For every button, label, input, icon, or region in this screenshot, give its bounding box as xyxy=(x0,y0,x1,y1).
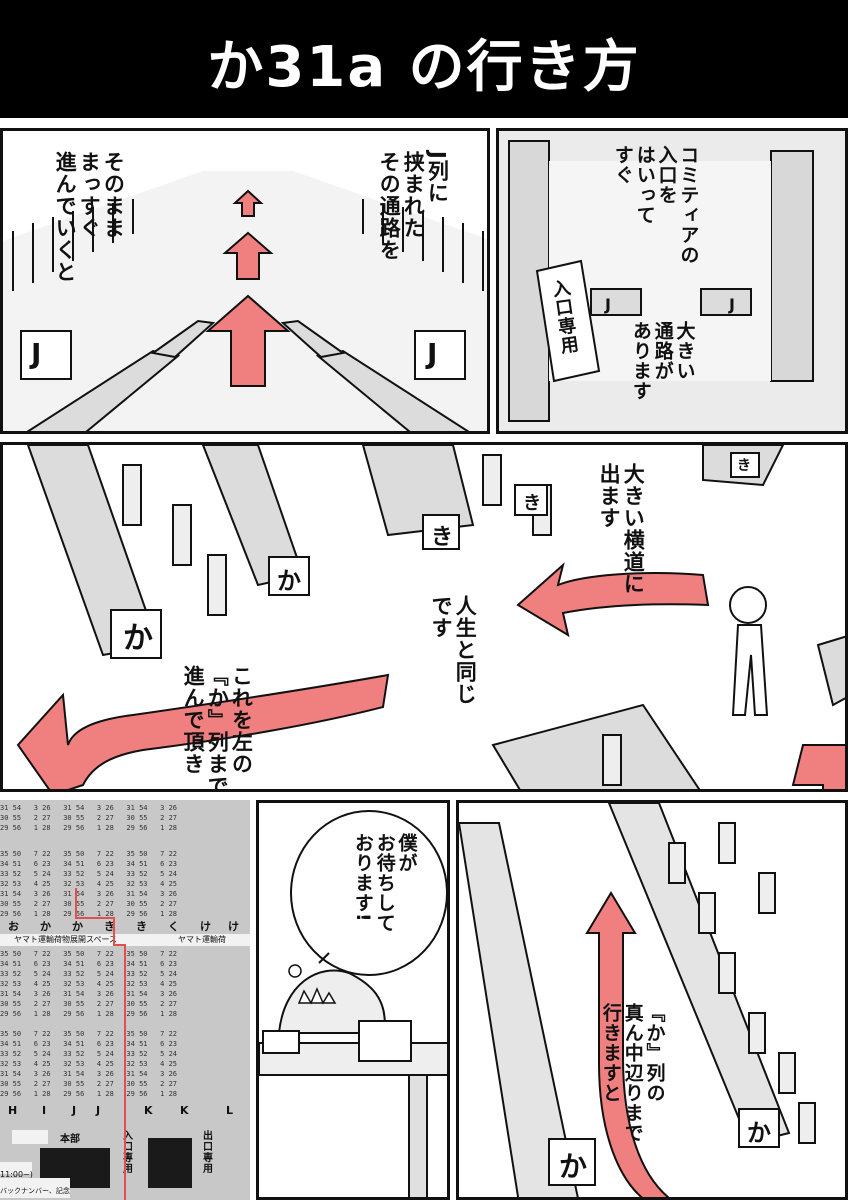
map-numbers-row-1: 31 54 3 26 31 54 3 26 31 54 3 26 xyxy=(0,804,178,812)
map-row-label-ki-2: き xyxy=(136,920,147,933)
map-numbers-row-2: 30 55 2 27 30 55 2 27 30 55 2 27 xyxy=(0,814,178,822)
map-row-label-ka-1: か xyxy=(40,920,51,933)
sign-ka-row-1: か xyxy=(559,1150,588,1183)
map-banner-right: ヤマト運輸荷 xyxy=(178,935,226,944)
caption-like-life: 人生と同じ です xyxy=(429,595,478,705)
map-numbers-row-22: 31 54 3 26 31 54 3 26 31 54 3 26 xyxy=(0,1070,178,1078)
map-row-label-ka-2: か xyxy=(72,920,83,933)
map-numbers-row-21: 32 53 4 25 32 53 4 25 32 53 4 25 xyxy=(0,1060,178,1068)
map-numbers-row-13: 33 52 5 24 33 52 5 24 33 52 5 24 xyxy=(0,970,178,978)
sign-ki-3: き xyxy=(737,458,751,474)
ka-row-drawing xyxy=(459,803,845,1197)
speech-bubble-text: 僕が お待ちして おります! xyxy=(351,833,418,933)
caption-side-road: 大きい横道に 出ます xyxy=(597,463,646,595)
map-numbers-row-17: 29 56 1 28 29 56 1 28 29 56 1 28 xyxy=(0,1010,178,1018)
map-row-label-ku: く xyxy=(168,920,179,933)
caption-ka-middle: 『か』列の 真ん中辺りまで 行きますと xyxy=(599,1003,666,1143)
panel-character: 僕が お待ちして おります! xyxy=(256,800,450,1200)
sign-j-small-1: J xyxy=(605,295,611,314)
map-numbers-row-4: 35 50 7 22 35 50 7 22 35 50 7 22 xyxy=(0,850,178,858)
map-honbu-label: 本部 xyxy=(60,1134,80,1145)
map-numbers-row-3: 29 56 1 28 29 56 1 28 29 56 1 28 xyxy=(0,824,178,832)
arrow-up-small xyxy=(232,189,264,217)
arrow-up-corner xyxy=(791,744,845,789)
character-drawing xyxy=(259,810,447,1197)
map-numbers-row-15: 31 54 3 26 31 54 3 26 31 54 3 26 xyxy=(0,990,178,998)
map-numbers-row-19: 34 51 6 23 34 51 6 23 34 51 6 23 xyxy=(0,1040,178,1048)
map-numbers-row-12: 34 51 6 23 34 51 6 23 34 51 6 23 xyxy=(0,960,178,968)
map-time-box: 11:00~) xyxy=(0,1162,33,1179)
map-row-label-ki-1: き xyxy=(104,920,115,933)
map-numbers-row-23: 30 55 2 27 30 55 2 27 30 55 2 27 xyxy=(0,1080,178,1088)
sign-ki-2: き xyxy=(523,493,541,514)
map-numbers-row-24: 29 56 1 28 29 56 1 28 29 56 1 28 xyxy=(0,1090,178,1098)
sign-ka-2: か xyxy=(277,567,301,595)
map-col-l: L xyxy=(226,1104,234,1117)
map-col-j-1: J xyxy=(72,1104,77,1117)
panel-corridor: J J そのまま まっすぐ 進んでいくと J列に 挟まれた その通路を xyxy=(0,128,490,434)
map-numbers-row-14: 32 53 4 25 32 53 4 25 32 53 4 25 xyxy=(0,980,178,988)
map-numbers-row-18: 35 50 7 22 35 50 7 22 35 50 7 22 xyxy=(0,1030,178,1038)
caption-j-corridor: J列に 挟まれた その通路を xyxy=(377,151,450,261)
map-row-label-o: お xyxy=(8,920,19,933)
map-numbers-row-10: 29 56 1 28 29 56 1 28 29 56 1 28 xyxy=(0,910,178,918)
arrow-left-upper xyxy=(516,562,710,638)
arrow-left-curve xyxy=(16,673,390,789)
map-row-label-ke-2: け xyxy=(228,920,239,933)
arrow-up-large xyxy=(205,294,291,387)
map-col-j-2: J xyxy=(96,1104,101,1117)
page-title: か31a の行き方 xyxy=(207,35,641,100)
map-time-label: 11:00~) xyxy=(0,1170,33,1179)
map-col-k-2: K xyxy=(180,1104,189,1117)
map-banner: ヤマト運輸荷物展開スペース ヤマト運輸荷 xyxy=(0,934,250,946)
panel-ka-middle: か か 『か』列の 真ん中辺りまで 行きますと xyxy=(456,800,848,1200)
caption-keep-going: そのまま まっすぐ 進んでいくと xyxy=(53,151,126,283)
title-bar: か31a の行き方 xyxy=(0,0,848,118)
map-col-h: H xyxy=(8,1104,18,1117)
map-row-label-ke-1: け xyxy=(200,920,211,933)
map-numbers-row-8: 31 54 3 26 31 54 3 26 31 54 3 26 xyxy=(0,890,178,898)
map-route-line xyxy=(75,888,126,1200)
map-numbers-row-11: 35 50 7 22 35 50 7 22 35 50 7 22 xyxy=(0,950,178,958)
map-numbers-row-6: 33 52 5 24 33 52 5 24 33 52 5 24 xyxy=(0,870,178,878)
panel-side-road: か か き き き 大きい横道に 出ます 人生と同じ です これを左の 『か』列… xyxy=(0,442,848,792)
sign-j-left: J xyxy=(31,337,42,370)
panel-entrance: 入口専用 J J コミティアの 入口を はいって すぐ 大きい 通路が あります xyxy=(496,128,848,434)
side-road-drawing xyxy=(3,445,845,789)
entrance-drawing xyxy=(499,131,845,431)
corridor-drawing xyxy=(3,171,487,431)
map-exit-label: 出口専用 xyxy=(200,1130,212,1174)
sign-j-right: J xyxy=(427,337,438,370)
map-photo: 31 54 3 26 31 54 3 26 31 54 3 26 30 55 2… xyxy=(0,800,250,1200)
caption-go-left: これを左の 『か』列まで 進んで頂き xyxy=(181,665,254,792)
map-banner-left: ヤマト運輸荷物展開スペース xyxy=(14,935,118,944)
map-col-k-1: K xyxy=(144,1104,153,1117)
sign-ka-row-2: か xyxy=(747,1119,771,1147)
map-numbers-row-16: 30 55 2 27 30 55 2 27 30 55 2 27 xyxy=(0,1000,178,1008)
sign-ka-1: か xyxy=(123,621,153,656)
map-honbu-box xyxy=(12,1130,48,1144)
caption-enter-comitia: コミティアの 入口を はいって すぐ xyxy=(611,145,700,265)
caption-big-aisle: 大きい 通路が あります xyxy=(629,321,696,401)
map-backnumber-box: バックナンバー、記念本 xyxy=(0,1178,70,1198)
sign-j-small-2: J xyxy=(729,295,735,314)
sign-ki-1: き xyxy=(431,525,454,550)
map-numbers-row-9: 30 55 2 27 30 55 2 27 30 55 2 27 xyxy=(0,900,178,908)
map-numbers-row-20: 33 52 5 24 33 52 5 24 33 52 5 24 xyxy=(0,1050,178,1058)
map-backnumber-label: バックナンバー、記念本 xyxy=(0,1187,70,1195)
arrow-up-medium xyxy=(222,231,274,280)
arrow-curve-up-left xyxy=(585,891,670,1197)
map-col-i: I xyxy=(42,1104,47,1117)
map-numbers-row-7: 32 53 4 25 32 53 4 25 32 53 4 25 xyxy=(0,880,178,888)
map-numbers-row-5: 34 51 6 23 34 51 6 23 34 51 6 23 xyxy=(0,860,178,868)
panel-map-photo: 31 54 3 26 31 54 3 26 31 54 3 26 30 55 2… xyxy=(0,800,250,1200)
map-black-box-right xyxy=(148,1138,192,1188)
